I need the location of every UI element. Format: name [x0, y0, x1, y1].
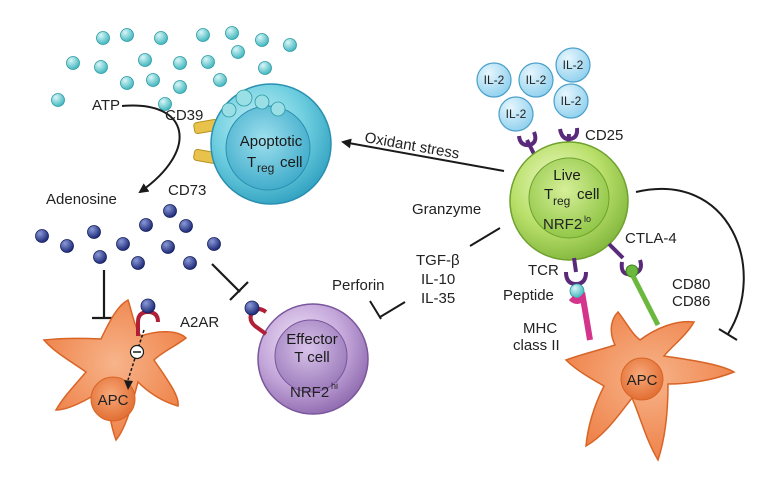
il2-label-3: IL-2 — [563, 58, 584, 72]
effector-line2: T cell — [294, 349, 330, 366]
cytokine-inhibition-line — [369, 300, 406, 320]
class-ii-label: class II — [513, 337, 560, 354]
granzyme-label: Granzyme — [412, 201, 481, 218]
effector-nrf2-label: NRF2 hi — [290, 381, 338, 401]
a2ar-receptor-effector — [244, 300, 268, 336]
svg-text:reg: reg — [257, 161, 274, 175]
il35-label: IL-35 — [421, 290, 455, 307]
apc-right-cell — [564, 310, 736, 462]
atp-to-adenosine-arrow — [121, 104, 181, 194]
il2-molecules — [476, 47, 591, 132]
svg-text:cell: cell — [577, 186, 600, 203]
mhc-label: MHC — [523, 320, 557, 337]
apc-left-cell — [42, 298, 188, 442]
a2ar-signal-arrow — [124, 329, 145, 390]
svg-text:lo: lo — [584, 214, 591, 224]
adenosine-label: Adenosine — [46, 191, 117, 208]
live-treg-line2: T reg cell — [544, 186, 600, 208]
svg-text:reg: reg — [553, 194, 570, 208]
apc-right-label: APC — [627, 372, 658, 389]
svg-text:T: T — [247, 154, 256, 171]
svg-text:NRF2: NRF2 — [290, 384, 329, 401]
effector-line1: Effector — [286, 331, 337, 348]
tcr-receptor — [564, 257, 588, 287]
a2ar-label: A2AR — [180, 314, 219, 331]
perforin-label: Perforin — [332, 277, 385, 294]
svg-text:hi: hi — [331, 381, 338, 391]
svg-text:cell: cell — [280, 154, 303, 171]
ctla4-label: CTLA-4 — [625, 230, 677, 247]
cd39-label: CD39 — [165, 107, 203, 124]
mhc-molecule — [568, 291, 593, 341]
tgf-beta-label: TGF-β — [416, 252, 460, 269]
peptide-label: Peptide — [503, 287, 554, 304]
a2ar-receptor-left — [136, 298, 160, 336]
peptide-mhc-complex — [568, 283, 593, 341]
tcr-label: TCR — [528, 262, 559, 279]
live-treg-cell — [509, 141, 629, 261]
svg-text:T: T — [544, 186, 553, 203]
oxidant-stress-arrow — [341, 138, 505, 172]
cd25-label: CD25 — [585, 127, 623, 144]
cd73-label: CD73 — [168, 182, 206, 199]
apc-left-label: APC — [98, 392, 129, 409]
live-treg-nrf2-label: NRF2 lo — [543, 214, 591, 233]
effector-t-cell — [257, 303, 369, 415]
adenosine-inhibits-effector — [211, 263, 249, 301]
svg-text:NRF2: NRF2 — [543, 216, 582, 233]
apoptotic-cell-line2: T reg cell — [247, 154, 303, 175]
adenosine-molecules — [35, 204, 221, 270]
il10-label: IL-10 — [421, 271, 455, 288]
granzyme-line — [469, 227, 501, 247]
atp-label: ATP — [92, 97, 120, 114]
live-treg-line1: Live — [553, 167, 581, 184]
apoptotic-treg-cell — [193, 83, 332, 205]
treg-inhibits-apc-arc — [635, 188, 745, 341]
il2-label-1: IL-2 — [484, 73, 505, 87]
il2-label-2: IL-2 — [526, 73, 547, 87]
cd80-cd86-ligand — [625, 264, 661, 327]
oxidant-stress-label: Oxidant stress — [363, 129, 460, 162]
adenosine-inhibits-apc — [92, 270, 116, 320]
il2-label-4: IL-2 — [506, 107, 527, 121]
cd86-label: CD86 — [672, 293, 710, 310]
il2-label-5: IL-2 — [561, 94, 582, 108]
cd80-label: CD80 — [672, 276, 710, 293]
apoptotic-cell-line1: Apoptotic — [240, 133, 303, 150]
